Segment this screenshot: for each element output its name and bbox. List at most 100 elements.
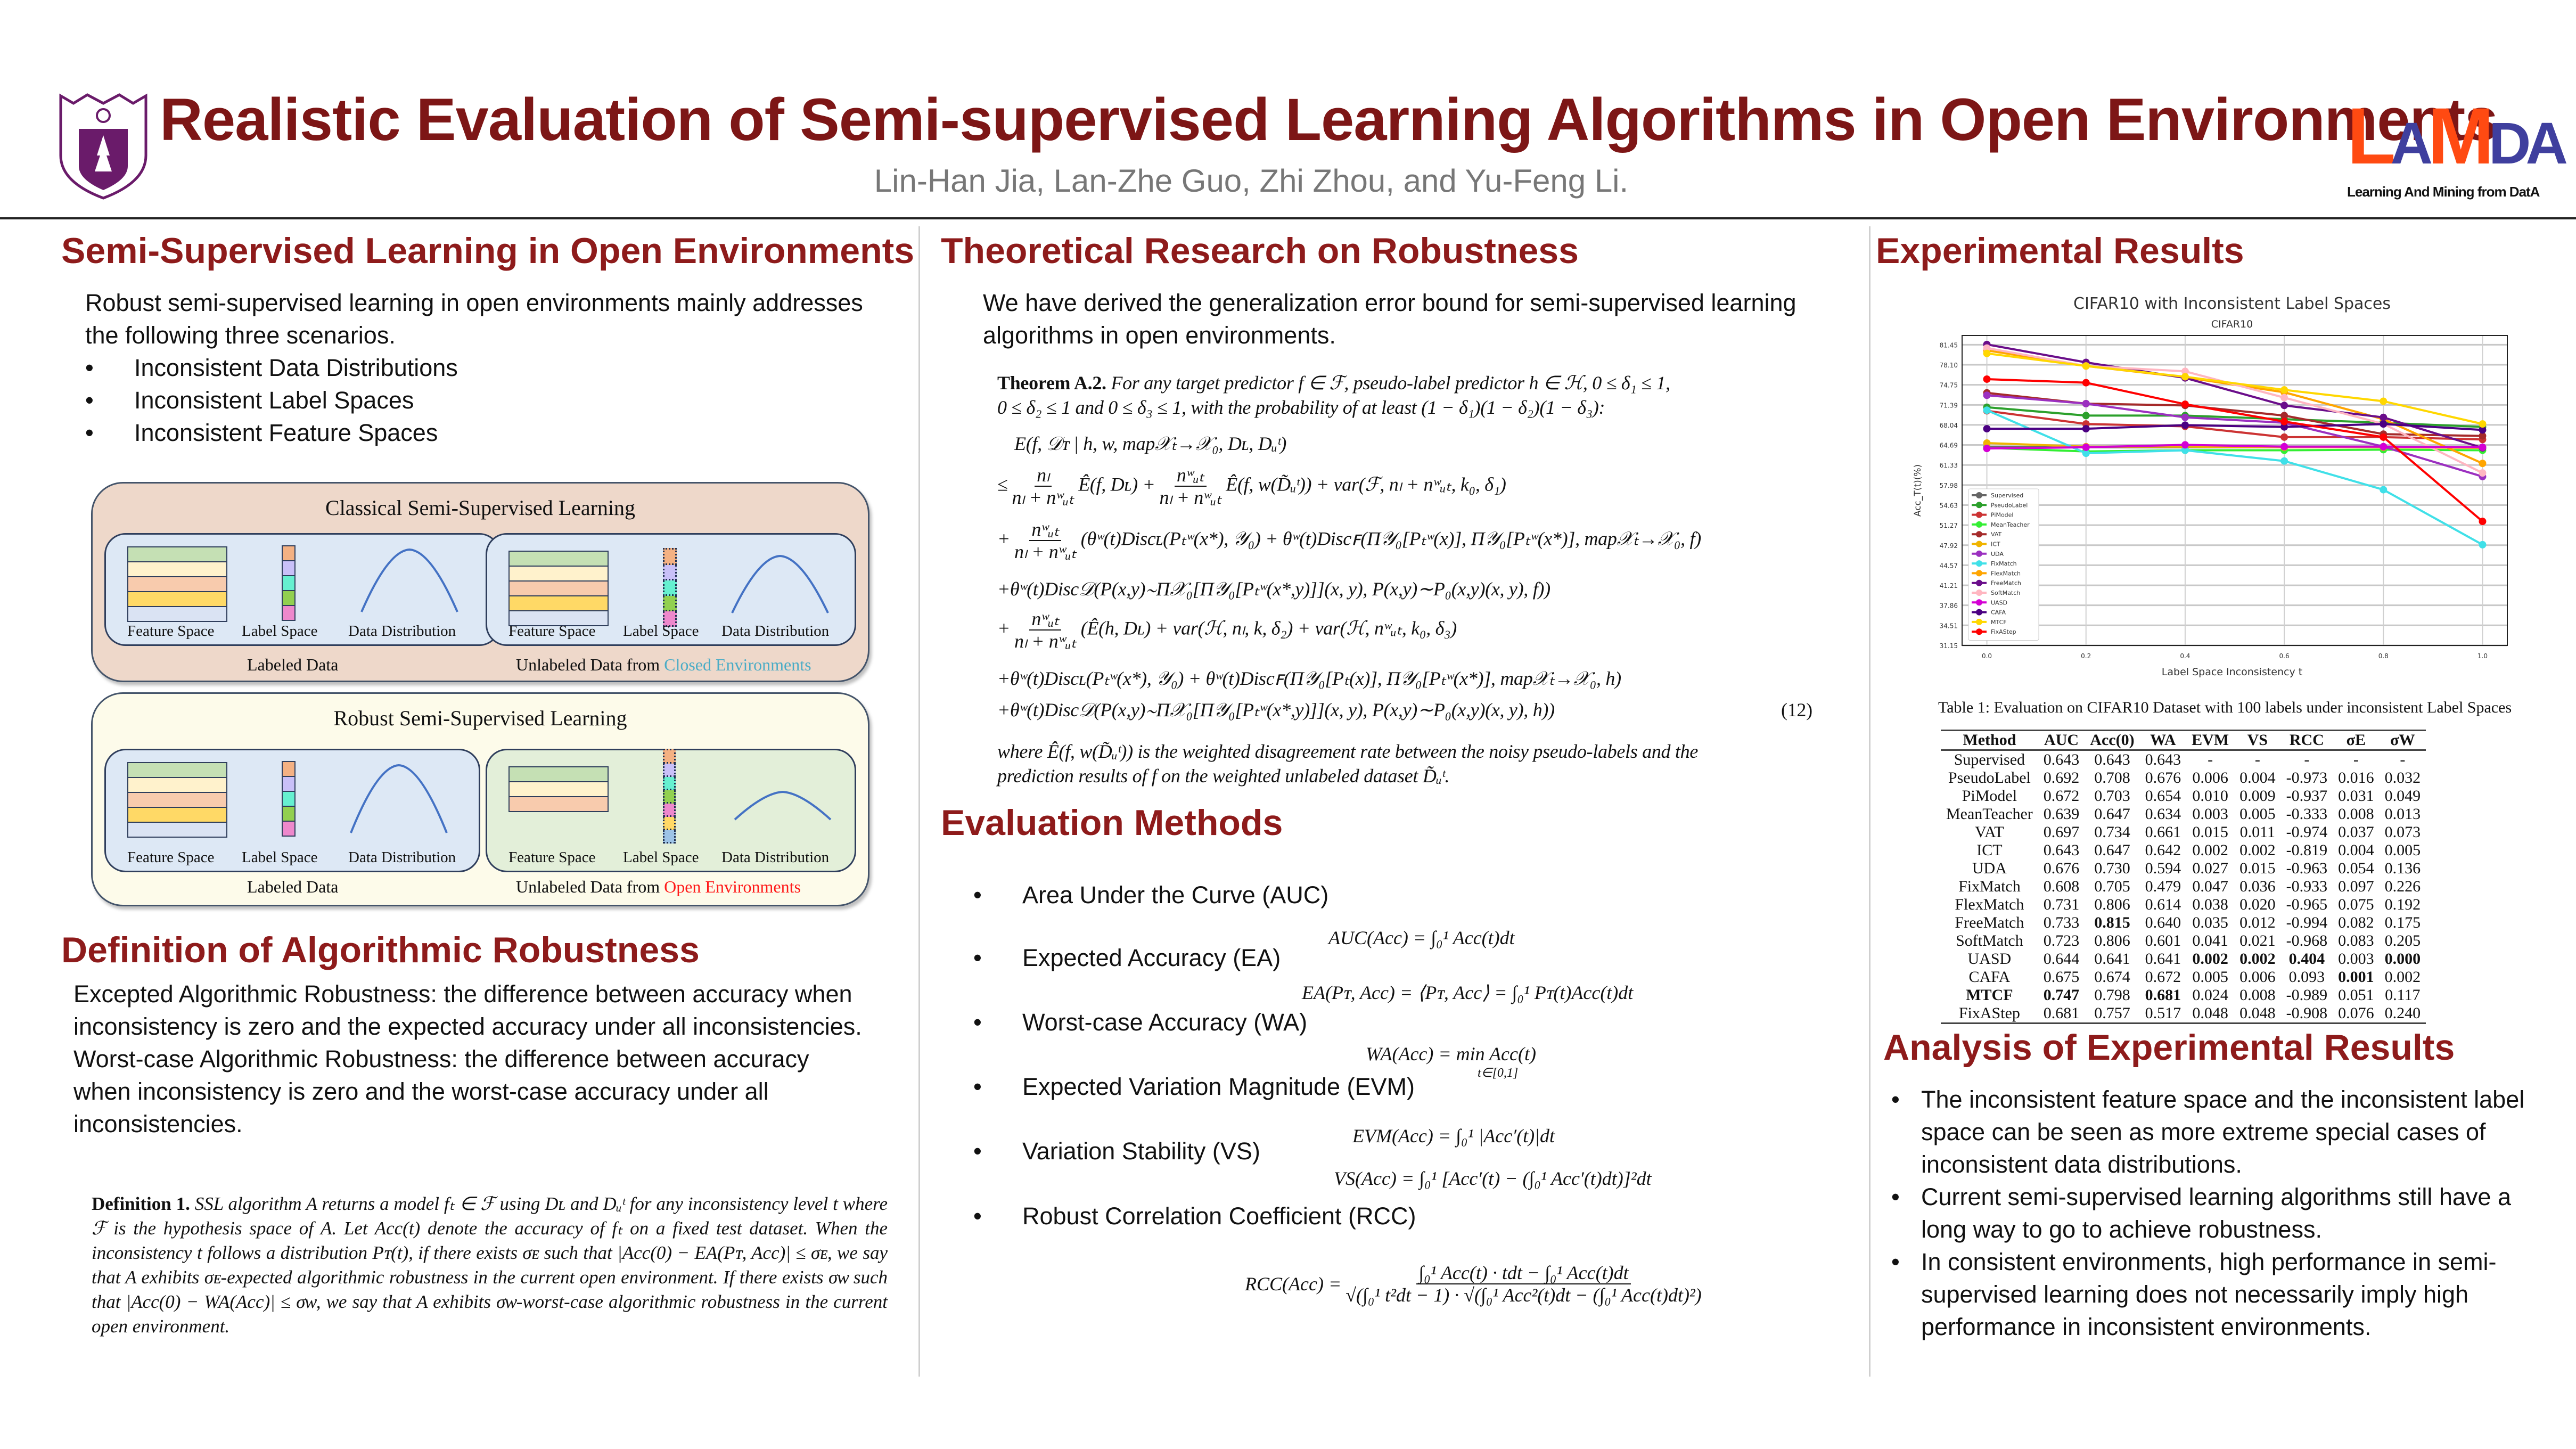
table-cell: 0.117 — [2385, 986, 2421, 1004]
eval-item: •Area Under the Curve (AUC) — [973, 881, 1329, 908]
table-cell: FlexMatch — [1955, 896, 2024, 913]
table-cell: 0.001 — [2338, 968, 2374, 986]
legend-marker — [1976, 492, 1982, 498]
analysis-item: Current semi-supervised learning algorit… — [1891, 1181, 2557, 1246]
table-cell: FixAStep — [1958, 1004, 2020, 1022]
table-cell: 0.005 — [2384, 841, 2421, 859]
y-tick-label: 68.04 — [1940, 422, 1958, 429]
definition-1: Definition 1. SSL algorithm A returns a … — [92, 1192, 888, 1339]
theorem-statement-1: Theorem A.2. For any target predictor f … — [997, 372, 1670, 394]
y-tick-label: 37.86 — [1940, 602, 1958, 610]
distribution-curve — [734, 790, 832, 821]
table-cell: 0.404 — [2288, 950, 2325, 968]
table-cell: -0.989 — [2286, 986, 2328, 1004]
eval-item: •Expected Accuracy (EA) — [973, 944, 1281, 971]
legend-marker — [1976, 541, 1982, 547]
table-cell: 0.614 — [2145, 896, 2181, 913]
data-point-uda — [1983, 391, 1991, 399]
table-cell: 0.013 — [2384, 805, 2421, 823]
eq-line-0: E(f, 𝒟ᴛ | h, w, map𝒳ₜ→𝒳₀, Dʟ, Dᵤᵗ) — [1014, 433, 1287, 454]
table-cell: 0.093 — [2288, 968, 2325, 986]
data-point-pimodel — [2280, 433, 2288, 441]
feature-space-label: Feature Space — [127, 849, 215, 866]
table-cell: 0.075 — [2338, 896, 2374, 913]
feature-space-label: Feature Space — [508, 623, 596, 640]
table-cell: 0.639 — [2043, 805, 2080, 823]
legend-marker — [1976, 570, 1982, 577]
table-cell: -0.933 — [2286, 878, 2328, 895]
table-cell: 0.008 — [2338, 805, 2374, 823]
university-logo — [58, 92, 149, 201]
table-cell: 0.675 — [2043, 968, 2080, 986]
column-header: AUC — [2044, 731, 2079, 749]
analysis-item: In consistent environments, high perform… — [1891, 1246, 2557, 1343]
table-cell: 0.006 — [2192, 769, 2228, 787]
table-cell: 0.082 — [2338, 914, 2374, 931]
table-caption: Table 1: Evaluation on CIFAR10 Dataset w… — [1938, 699, 2512, 716]
label-space-label: Label Space — [242, 849, 318, 866]
table-cell: 0.048 — [2192, 1004, 2228, 1022]
data-point-uasd — [2181, 441, 2189, 449]
y-tick-label: 57.98 — [1940, 482, 1958, 489]
legend-label: UASD — [1991, 599, 2007, 606]
eq-number: (12) — [1781, 699, 1812, 721]
table-cell: 0.008 — [2239, 986, 2276, 1004]
diagram-title: Classical Semi-Supervised Learning — [325, 496, 636, 520]
table-cell: 0.517 — [2145, 1004, 2181, 1022]
data-point-fixastep — [1983, 375, 1991, 383]
section-heading-theory: Theoretical Research on Robustness — [941, 231, 1579, 271]
legend-label: UDA — [1991, 551, 2004, 558]
data-point-pseudolabel — [2082, 412, 2090, 420]
table-cell: 0.003 — [2192, 805, 2228, 823]
table-cell: 0.002 — [2192, 841, 2228, 859]
column-divider — [918, 226, 920, 1377]
table-cell: 0.594 — [2145, 859, 2181, 877]
feature-space-graphic — [127, 762, 227, 838]
table-cell: 0.083 — [2338, 932, 2374, 949]
table-cell: VAT — [1975, 823, 2004, 841]
y-tick-label: 81.45 — [1940, 341, 1958, 349]
data-point-cafa — [2082, 425, 2090, 433]
table-cell: 0.643 — [2094, 751, 2130, 768]
table-cell: 0.806 — [2094, 932, 2130, 949]
table-cell: 0.048 — [2239, 1004, 2276, 1022]
section-heading-analysis: Analysis of Experimental Results — [1883, 1027, 2455, 1068]
data-point-freematch — [2280, 402, 2288, 410]
data-point-fixastep — [2380, 433, 2388, 441]
legend-marker — [1976, 579, 1982, 586]
section-heading-ssl-open: Semi-Supervised Learning in Open Environ… — [61, 231, 915, 271]
table-cell: 0.708 — [2094, 769, 2130, 787]
table-cell: -0.819 — [2286, 841, 2328, 859]
column-divider — [1869, 226, 1871, 1377]
table-cell: 0.643 — [2043, 841, 2080, 859]
legend-marker — [1976, 511, 1982, 518]
authors: Lin-Han Jia, Lan-Zhe Guo, Zhi Zhou, and … — [874, 163, 1629, 199]
data-point-fixastep — [2479, 518, 2487, 526]
table-cell: 0.015 — [2192, 823, 2228, 841]
labeled-data-panel: Feature Space Label Space Data Distribut… — [104, 749, 480, 872]
table-cell: 0.815 — [2094, 914, 2130, 931]
table-cell: 0.020 — [2239, 896, 2276, 913]
column-header: Acc(0) — [2090, 731, 2135, 749]
x-tick-label: 0.4 — [2180, 652, 2190, 660]
table-cell: 0.205 — [2384, 932, 2421, 949]
table-cell: 0.037 — [2338, 823, 2374, 841]
table-cell: -0.973 — [2286, 769, 2328, 787]
legend-marker — [1976, 618, 1982, 625]
table-cell: 0.036 — [2239, 878, 2276, 895]
legend-marker — [1976, 560, 1982, 567]
data-point-fixmatch — [2280, 457, 2288, 465]
table-cell: 0.005 — [2239, 805, 2276, 823]
legend-marker — [1976, 531, 1982, 538]
rcc-formula: RCC(Acc) = ∫₀¹ Acc(t) · tdt − ∫₀¹ Acc(t)… — [1245, 1262, 1702, 1306]
table-cell: -0.968 — [2286, 932, 2328, 949]
data-distribution-label: Data Distribution — [348, 849, 456, 866]
table-cell: 0.703 — [2094, 787, 2130, 805]
table-cell: 0.038 — [2192, 896, 2228, 913]
